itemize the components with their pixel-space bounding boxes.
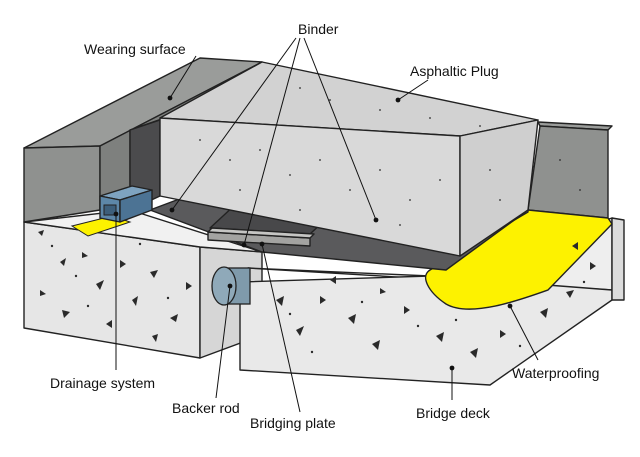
wearing-surface-leader	[169, 55, 197, 99]
label-waterproofing: Waterproofing	[512, 365, 599, 381]
label-binder: Binder	[298, 21, 339, 37]
waterproofing-leader	[509, 305, 539, 361]
leader-lines	[113, 37, 539, 413]
backer-rod-end	[211, 266, 237, 306]
right-wearing-face	[527, 125, 609, 219]
asphaltic-plug-block	[159, 61, 539, 257]
right-deck-side	[611, 217, 625, 301]
backer-rod	[211, 266, 251, 306]
asphalt-texture	[199, 87, 581, 226]
label-backer-rod: Backer rod	[172, 400, 240, 416]
label-bridging-plate: Bridging plate	[250, 415, 336, 431]
label-asphaltic-plug: Asphaltic Plug	[410, 63, 499, 79]
drainage-outlet	[103, 204, 117, 216]
waterproofing-layer	[425, 209, 613, 310]
label-wearing-surface: Wearing surface	[84, 41, 186, 57]
binder-leader-3	[303, 37, 377, 221]
bridging-plate-edge	[207, 227, 315, 239]
labels: Wearing surface Binder Asphaltic Plug Dr…	[50, 21, 599, 431]
backer-rod-leader	[215, 285, 231, 399]
asphaltic-plug-side	[459, 119, 539, 257]
drainage-system	[99, 185, 153, 223]
label-bridge-deck: Bridge deck	[416, 405, 491, 421]
left-wearing-front	[23, 145, 101, 223]
label-drainage-system: Drainage system	[50, 375, 155, 391]
right-wearing-block	[527, 121, 613, 219]
bridging-plate-leader	[261, 243, 301, 413]
asphaltic-plug-leader	[397, 79, 429, 101]
drainage-pipe-side	[119, 189, 153, 223]
binder-leader-1	[171, 37, 297, 211]
concrete-aggregate	[38, 230, 596, 358]
binder-leader-2	[243, 37, 301, 246]
